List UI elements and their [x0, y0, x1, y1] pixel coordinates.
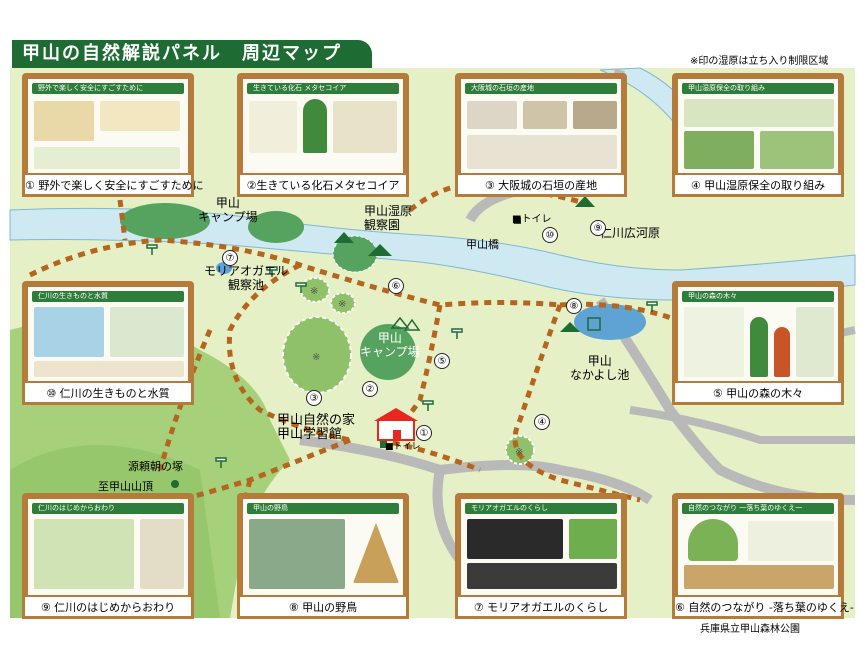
panel-2-label: ②生きている化石メタセコイア [237, 175, 409, 197]
label-summit: 至甲山山頂 [98, 480, 153, 493]
panel-9-map-image [34, 519, 134, 589]
marker-6[interactable]: ⑥ [388, 278, 404, 294]
panel-4-image [684, 99, 834, 127]
panel-5-header: 甲山の森の木々 [682, 291, 834, 302]
marker-3[interactable]: ③ [306, 390, 322, 406]
panel-6-header: 自然のつながり 一落ち葉のゆくえ一 [682, 503, 834, 514]
marker-8[interactable]: ⑧ [566, 298, 582, 314]
label-nakayoshi-pond: 甲山 なかよし池 [570, 354, 630, 382]
panel-10-image [34, 307, 104, 357]
label-river: 仁川広河原 [600, 226, 661, 240]
panel-7[interactable]: モリアオガエルのくらし ⑦ モリアオガエルのくらし [455, 493, 627, 619]
panel-3-image [467, 135, 617, 169]
panel-9-header: 仁川のはじめからおわり [32, 503, 184, 514]
panel-8[interactable]: 甲山の野鳥 ⑧ 甲山の野鳥 [237, 493, 409, 619]
panel-7-label: ⑦ モリアオガエルのくらし [455, 597, 627, 619]
panel-1-image [34, 147, 180, 169]
panel-6-image [748, 521, 834, 561]
panel-5[interactable]: 甲山の森の木々 ⑤ 甲山の森の木々 [672, 281, 844, 405]
label-bridge: 甲山橋 [466, 238, 499, 251]
panel-6-tree-image [688, 519, 738, 561]
svg-text:※: ※ [310, 286, 318, 297]
label-wetland: 甲山湿原 観察園 [364, 204, 413, 232]
credit-label: 兵庫県立甲山森林公園 [700, 624, 800, 635]
panel-8-birds-image [249, 519, 345, 589]
panel-2-tree-image [303, 99, 327, 153]
svg-text:※: ※ [338, 299, 346, 310]
panel-7-image [467, 519, 563, 559]
panel-10-header: 仁川の生きものと水質 [32, 291, 184, 302]
panel-5-tree-image [750, 317, 768, 377]
marker-2[interactable]: ② [362, 381, 378, 397]
panel-6[interactable]: 自然のつながり 一落ち葉のゆくえ一 ⑥ 自然のつながり -落ち葉のゆくえ- [672, 493, 854, 619]
panel-4-label: ④ 甲山湿原保全の取り組み [672, 175, 844, 197]
label-tomb: 源頼朝の塚 [128, 460, 183, 473]
panel-9-label: ⑨ 仁川のはじめからおわり [22, 597, 194, 619]
panel-3[interactable]: 大阪城の石垣の産地 ③ 大阪城の石垣の産地 [455, 73, 627, 197]
panel-4-image [760, 131, 834, 169]
panel-10[interactable]: 仁川の生きものと水質 ⑩ 仁川の生きものと水質 [22, 281, 194, 405]
panel-3-header: 大阪城の石垣の産地 [465, 83, 617, 94]
restriction-note: ※印の湿原は立ち入り制限区域 [690, 56, 829, 67]
marker-10[interactable]: ⑩ [542, 227, 558, 243]
panel-6-label: ⑥ 自然のつながり -落ち葉のゆくえ- [672, 597, 854, 619]
page-title: 甲山の自然解説パネル 周辺マップ [12, 40, 372, 68]
label-toilet-north: ■トイレ [512, 214, 552, 225]
label-toilet-south: ■トイレ [385, 442, 421, 452]
panel-2-image [249, 101, 297, 153]
panel-5-image [684, 307, 744, 377]
panel-3-image [467, 101, 517, 129]
panel-9-image [140, 519, 184, 589]
panel-4-header: 甲山湿原保全の取り組み [682, 83, 834, 94]
panel-1-label: ① 野外で楽しく安全にすごすために [22, 175, 204, 197]
panel-5-tree-image [774, 327, 790, 377]
panel-2-image [333, 101, 397, 153]
panel-6-soil-image [684, 565, 834, 589]
panel-10-label: ⑩ 仁川の生きものと水質 [22, 383, 194, 405]
panel-4-image [684, 131, 754, 169]
marker-9[interactable]: ⑨ [590, 220, 606, 236]
panel-8-label: ⑧ 甲山の野鳥 [237, 597, 409, 619]
river [9, 207, 856, 301]
panel-3-label: ③ 大阪城の石垣の産地 [455, 175, 627, 197]
panel-8-header: 甲山の野鳥 [247, 503, 399, 514]
panel-1[interactable]: 野外で楽しく安全にすごすために ① 野外で楽しく安全にすごすために [22, 73, 204, 197]
panel-7-frog-image [569, 519, 617, 559]
label-camp: 甲山 キャンプ場 [198, 196, 258, 224]
panel-1-image [34, 101, 94, 141]
label-nature-house: 甲山自然の家 甲山学習館 [277, 413, 356, 442]
panel-1-image [100, 101, 180, 131]
svg-text:※: ※ [312, 352, 320, 363]
label-morioaogaeru-pond: モリアオガエル 観察池 [204, 264, 289, 292]
label-camp-2: 甲山 キャンプ場 [360, 331, 420, 359]
svg-text:※: ※ [515, 447, 523, 458]
panel-4[interactable]: 甲山湿原保全の取り組み ④ 甲山湿原保全の取り組み [672, 73, 844, 197]
marker-5[interactable]: ⑤ [434, 353, 450, 369]
panel-5-label: ⑤ 甲山の森の木々 [672, 383, 844, 405]
panel-8-pyramid-image [353, 523, 399, 583]
panel-10-image [34, 361, 184, 377]
marker-4[interactable]: ④ [534, 414, 550, 430]
panel-10-image [110, 307, 184, 357]
panel-5-image [796, 307, 834, 377]
panel-2-header: 生きている化石 メタセコイア [247, 83, 399, 94]
panel-7-header: モリアオガエルのくらし [465, 503, 617, 514]
panel-2[interactable]: 生きている化石 メタセコイア ②生きている化石メタセコイア [237, 73, 409, 197]
panel-9[interactable]: 仁川のはじめからおわり ⑨ 仁川のはじめからおわり [22, 493, 194, 619]
marker-1[interactable]: ① [416, 425, 432, 441]
panel-7-image [467, 563, 617, 589]
panel-3-image [523, 101, 567, 129]
marker-7[interactable]: ⑦ [222, 250, 238, 266]
panel-1-header: 野外で楽しく安全にすごすために [32, 83, 184, 94]
panel-3-image [573, 101, 617, 129]
